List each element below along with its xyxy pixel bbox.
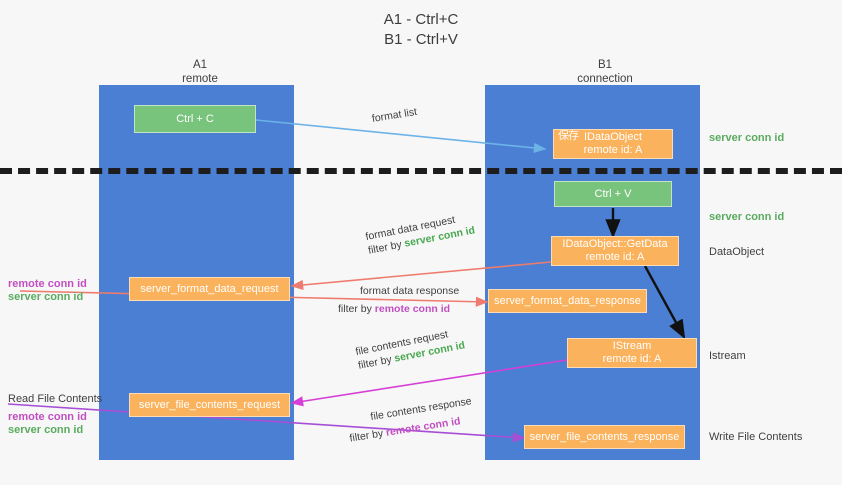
title-line-1: A1 - Ctrl+C	[383, 11, 459, 28]
edge-file-contents-response	[7, 403, 526, 443]
node-getdata-sub: remote id: A	[585, 251, 645, 263]
overlapping-glyphs: 保存	[557, 130, 579, 142]
note-group-format: remote conn id server conn id	[8, 278, 87, 304]
title-line-2: B1 - Ctrl+V	[384, 31, 458, 48]
note-istream: Istream	[709, 350, 746, 362]
node-sfcresp-label: server_file_contents_response	[529, 430, 680, 443]
node-getdata-label: IDataObject::GetData	[562, 238, 668, 250]
node-sfcreq-label: server_file_contents_request	[138, 398, 281, 411]
edge-file-contents-request	[290, 359, 568, 407]
node-server-format-data-request[interactable]: server_format_data_request	[129, 277, 290, 301]
lane-header-b1: B1 connection	[540, 58, 670, 86]
node-istream-sub: remote id: A	[602, 353, 662, 365]
edge-format-data-request	[290, 261, 552, 291]
note-server-conn-id-second: server conn id	[709, 211, 785, 223]
edge-getdata-to-istream	[643, 265, 686, 340]
node-ctrl-v[interactable]: Ctrl + V	[554, 181, 672, 207]
node-ctrl-c[interactable]: Ctrl + C	[134, 105, 256, 133]
lane-b1-name: B1	[597, 59, 613, 71]
edge-label-format-data-response: format data response filter by remote co…	[338, 284, 460, 316]
lane-a1-name: A1	[192, 59, 208, 71]
note-write-file-contents: Write File Contents	[709, 431, 803, 443]
node-ctrl-c-label: Ctrl + C	[176, 112, 214, 125]
node-server-file-contents-request[interactable]: server_file_contents_request	[129, 393, 290, 417]
node-getdata[interactable]: IDataObject::GetData remote id: A	[551, 236, 679, 266]
note-read-file-contents: Read File Contents	[8, 393, 103, 405]
node-idataobject[interactable]: 保存 IDataObject remote id: A	[553, 129, 673, 159]
lane-a1-role: remote	[182, 73, 218, 85]
edge-label-fdresp-filter-prefix: filter by	[338, 303, 375, 315]
node-server-format-data-response[interactable]: server_format_data_response	[488, 289, 647, 313]
note-remote-conn-id-1: remote conn id	[8, 278, 87, 290]
diagram-title: A1 - Ctrl+C B1 - Ctrl+V	[0, 10, 842, 50]
edge-label-fdresp-filter-value: remote conn id	[374, 303, 451, 315]
node-server-file-contents-response[interactable]: server_file_contents_response	[524, 425, 685, 449]
node-idataobject-label: IDataObject	[583, 131, 643, 143]
note-dataobject: DataObject	[709, 246, 765, 258]
note-server-conn-id-2: server conn id	[8, 424, 84, 436]
lane-header-a1: A1 remote	[140, 58, 260, 86]
node-istream[interactable]: IStream remote id: A	[567, 338, 697, 368]
phase-divider	[0, 168, 842, 174]
node-sfdreq-label: server_format_data_request	[140, 282, 279, 295]
lane-b1-role: connection	[577, 73, 633, 85]
node-ctrl-v-label: Ctrl + V	[594, 187, 632, 200]
note-server-conn-id-1: server conn id	[8, 291, 84, 303]
node-idataobject-sub: remote id: A	[583, 144, 643, 156]
note-group-file: remote conn id server conn id	[8, 411, 87, 437]
note-remote-conn-id-2: remote conn id	[8, 411, 87, 423]
edge-label-fdresp-text: format data response	[360, 285, 460, 297]
note-server-conn-id-top: server conn id	[709, 132, 785, 144]
edge-format-list	[255, 119, 547, 153]
node-istream-label: IStream	[612, 340, 652, 352]
node-sfdresp-label: server_format_data_response	[494, 294, 641, 307]
